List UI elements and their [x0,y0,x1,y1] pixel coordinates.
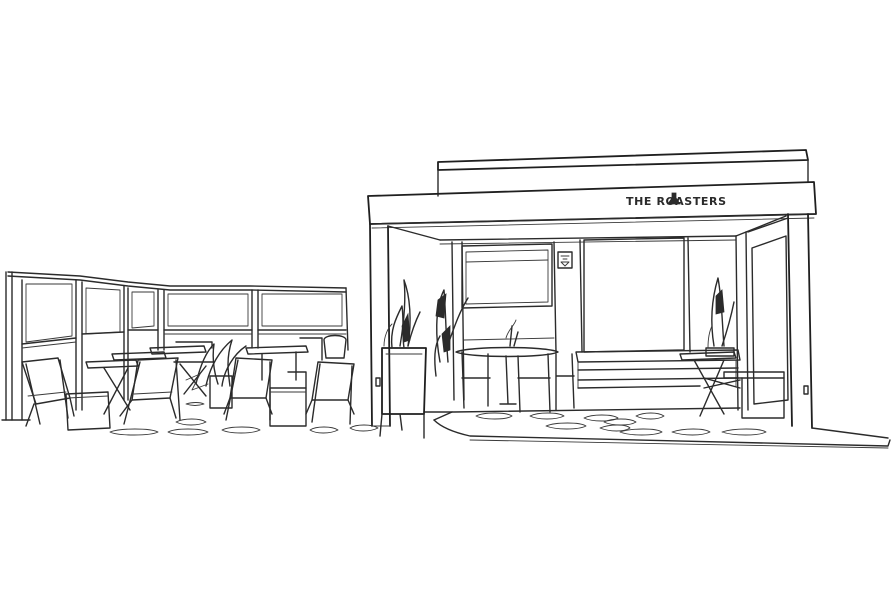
terrace-plants [185,339,247,391]
terrace-glass-enclosure [1,271,349,421]
stepping-stones-left [109,402,379,436]
wall-plaque [557,251,573,269]
storefront-building [367,149,817,429]
plants-storefront [383,277,735,377]
terrace-tables-and-stools [65,334,347,431]
entrance-menu-board [379,347,427,439]
storefront-floor [423,407,891,449]
stepping-stones-right [475,412,767,436]
coffee-cup-icon [667,192,681,205]
store-sign: THE ROASTERS [626,192,726,208]
interior-table-and-chairs [455,319,785,419]
